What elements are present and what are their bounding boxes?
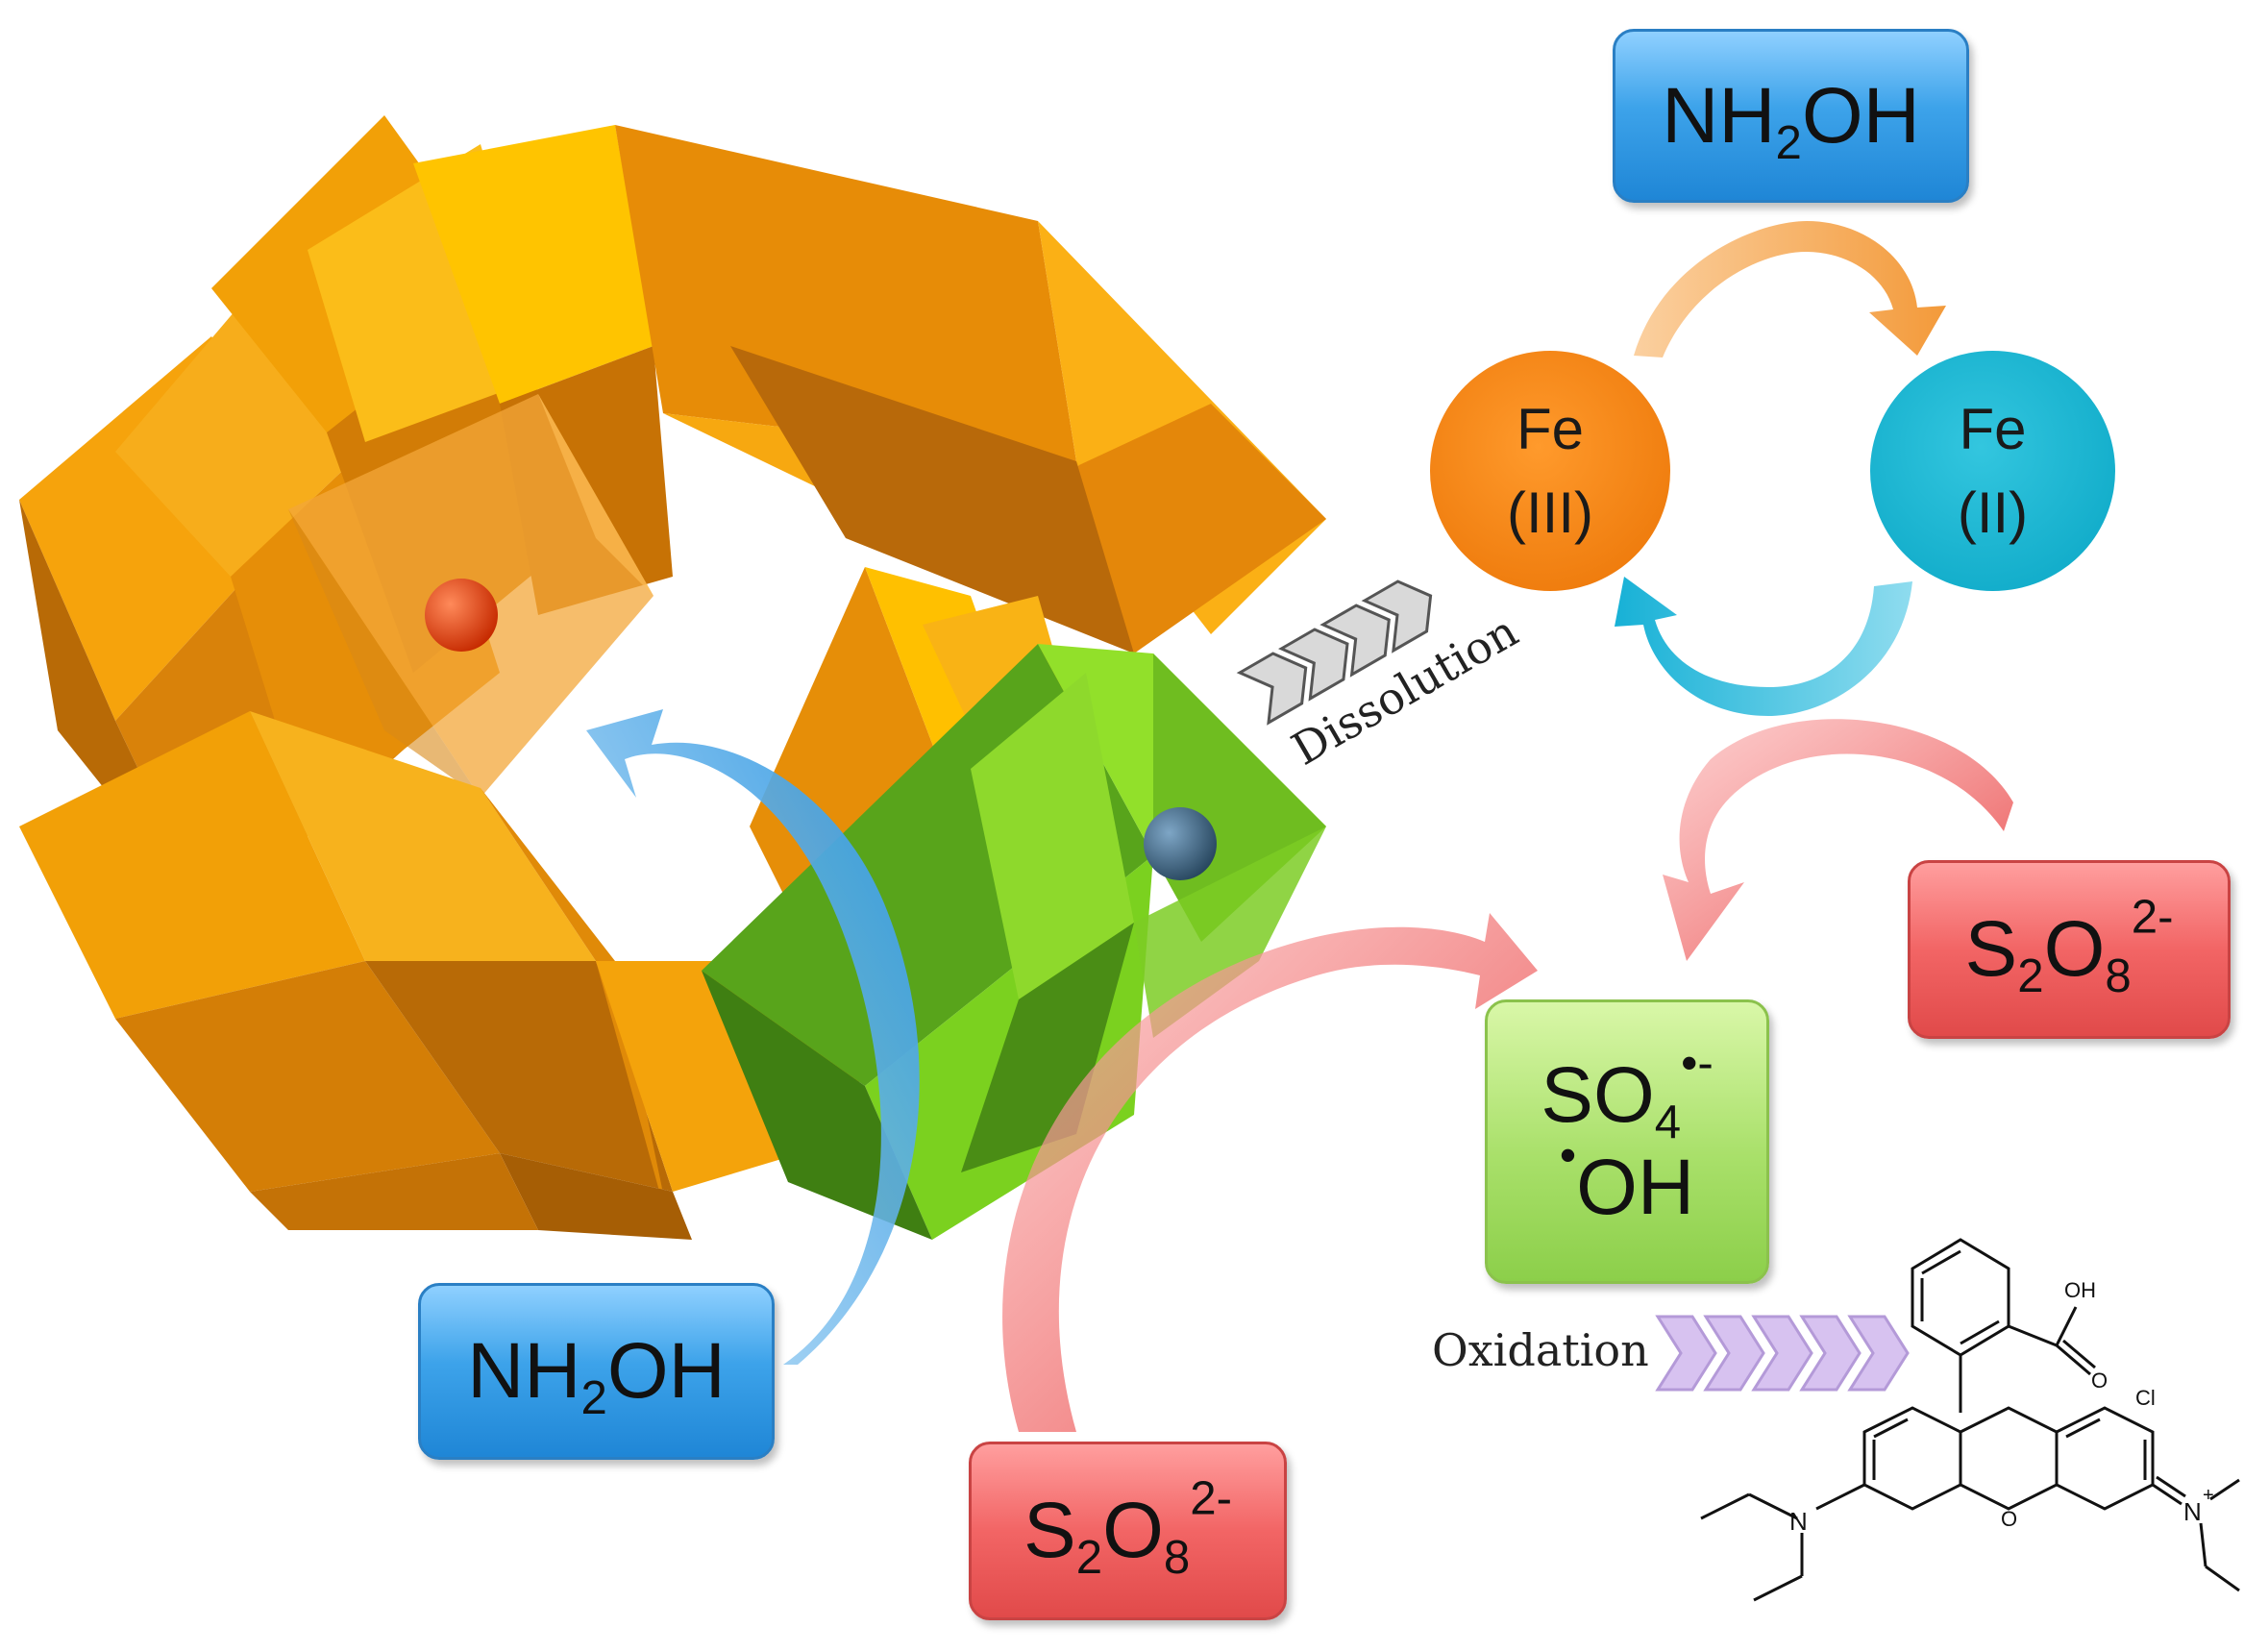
hydroxyl-radical-formula: •OH	[1559, 1128, 1695, 1231]
fe3-oxidation-state: (III)	[1507, 481, 1593, 545]
fe2-oxidation-state: (II)	[1957, 481, 2029, 545]
oxidation-chevrons	[1655, 1315, 1910, 1392]
molecule-ring-o-label: O	[2001, 1507, 2017, 1531]
fe3-symbol: Fe	[1516, 397, 1585, 461]
fe2-circle: Fe (II)	[1870, 351, 2115, 591]
nh2oh-top-formula: NH2OH	[1662, 71, 1920, 169]
molecule-cl-label: Cl	[2135, 1386, 2156, 1410]
persulfate-bottom-box: S2O82-	[969, 1442, 1287, 1620]
oxidation-label: Oxidation	[1432, 1324, 1649, 1376]
fe2-to-fe3-arrow	[1615, 577, 1912, 716]
fe3-atom	[425, 579, 498, 652]
persulfate-fe-arrow	[1663, 719, 2013, 961]
molecule-oh-label: OH	[2064, 1278, 2096, 1302]
nh2oh-top-box: NH2OH	[1613, 29, 1969, 203]
persulfate-bottom-formula: S2O82-	[1023, 1471, 1232, 1585]
molecule-n-left-label: N	[1789, 1507, 1808, 1536]
rhodamine-b-structure	[1700, 1238, 2240, 1602]
sulfate-radical-formula: SO4•-	[1541, 1036, 1714, 1149]
molecule-n-right-label: N	[2183, 1497, 2202, 1526]
persulfate-activation-arrow	[1002, 913, 1538, 1432]
nh2oh-left-box: NH2OH	[418, 1283, 775, 1460]
fe2-atom	[1144, 807, 1217, 880]
persulfate-right-formula: S2O82-	[1964, 890, 2174, 1003]
fe3-to-fe2-arrow	[1634, 221, 1946, 358]
dissolution-chevrons	[1236, 579, 1433, 726]
nh2oh-reduction-arrow	[586, 709, 920, 1365]
radicals-box: SO4•- •OH	[1485, 999, 1769, 1284]
persulfate-right-box: S2O82-	[1908, 860, 2231, 1039]
molecule-n-charge-label: +	[2203, 1485, 2214, 1506]
fe2-symbol: Fe	[1959, 397, 2027, 461]
nh2oh-left-formula: NH2OH	[467, 1327, 726, 1425]
fe3-circle: Fe (III)	[1430, 351, 1670, 591]
molecule-carbonyl-o-label: O	[2091, 1368, 2108, 1393]
